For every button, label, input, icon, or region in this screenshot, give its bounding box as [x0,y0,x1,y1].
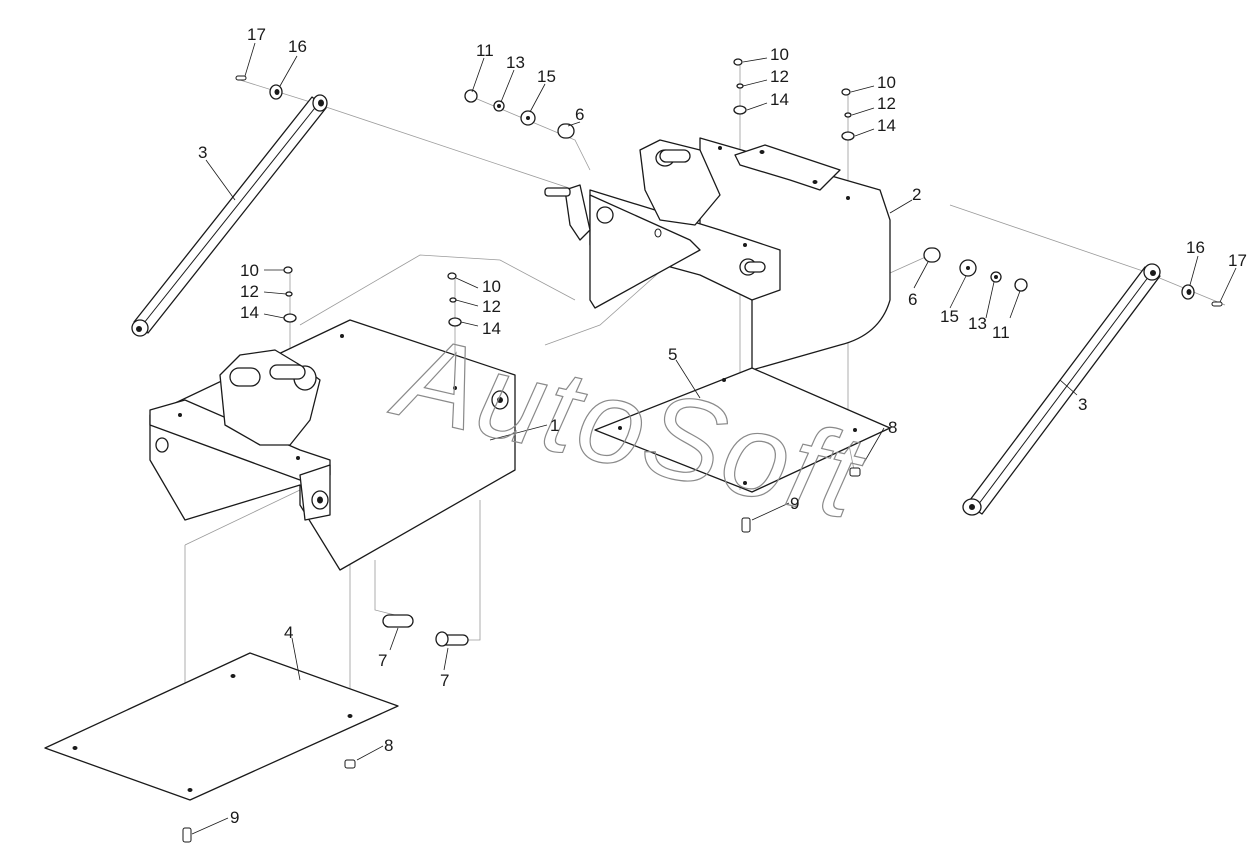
rod-left [131,94,328,337]
plate-left [44,652,399,801]
label-1: 1 [550,416,559,435]
label-17-right: 17 [1228,251,1247,270]
label-14-top-center: 14 [770,90,789,109]
label-6-top: 6 [575,105,584,124]
label-16-right: 16 [1186,238,1205,257]
part-labels: 17 16 3 11 13 15 6 10 12 14 10 12 14 2 1… [198,25,1247,827]
label-8-left: 8 [384,736,393,755]
rod-right [962,263,1161,516]
bracket-upper-right [544,137,891,371]
label-10-top-center: 10 [770,45,789,64]
label-12-left-mid: 12 [240,282,259,301]
label-15-top: 15 [537,67,556,86]
label-17-left: 17 [247,25,266,44]
label-9-right: 9 [790,494,799,513]
plate-right [594,367,891,493]
label-14-top-right: 14 [877,116,896,135]
label-10-top-right: 10 [877,73,896,92]
label-12-top-right: 12 [877,94,896,113]
bracket-lower-left [149,319,516,571]
label-14-center: 14 [482,319,501,338]
label-16-left: 16 [288,37,307,56]
label-12-top-center: 12 [770,67,789,86]
label-7-left: 7 [378,651,387,670]
label-11-right: 11 [992,323,1010,342]
label-5: 5 [668,345,677,364]
label-3-left: 3 [198,143,207,162]
label-15-right: 15 [940,307,959,326]
label-14-left-mid: 14 [240,303,259,322]
label-7-right: 7 [440,671,449,690]
label-13-top: 13 [506,53,525,72]
label-12-center: 12 [482,297,501,316]
label-2: 2 [912,185,921,204]
label-11-top: 11 [476,41,494,60]
label-9-left: 9 [230,808,239,827]
label-3-right: 3 [1078,395,1087,414]
label-10-center: 10 [482,277,501,296]
label-13-right: 13 [968,314,987,333]
label-8-right: 8 [888,418,897,437]
leader-lines [191,42,1237,835]
label-4: 4 [284,623,293,642]
label-6-right: 6 [908,290,917,309]
label-10-left-mid: 10 [240,261,259,280]
